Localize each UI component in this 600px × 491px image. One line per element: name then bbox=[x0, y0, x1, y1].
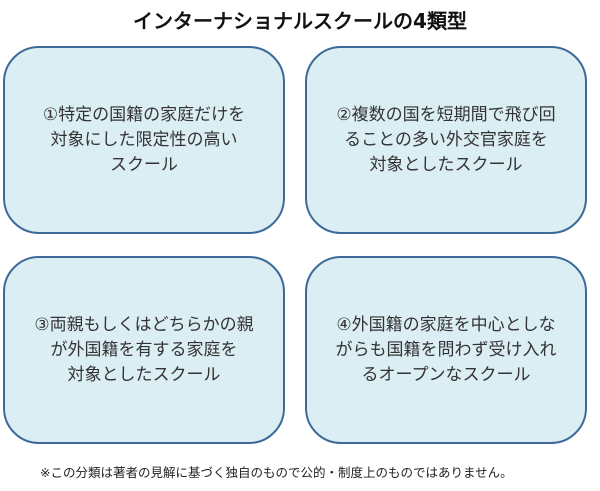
type-4-line: るオープンなスクール bbox=[361, 364, 531, 385]
type-2-line: ることの多い外交官家庭を bbox=[344, 129, 548, 150]
type-4-line: ④外国籍の家庭を中心としな bbox=[336, 314, 556, 335]
type-3-box: ③両親もしくはどちらかの親 が外国籍を有する家庭を 対象としたスクール bbox=[3, 256, 285, 444]
type-2-line: ②複数の国を短期間で飛び回 bbox=[336, 104, 556, 125]
type-1-line: スクール bbox=[110, 154, 178, 175]
footnote: ※この分類は著者の見解に基づく独自のもので公的・制度上のものではありません。 bbox=[40, 465, 513, 480]
type-1-line: ①特定の国籍の家庭だけを bbox=[42, 104, 246, 125]
diagram-title: インターナショナルスクールの4類型 bbox=[133, 9, 467, 33]
type-1-box: ①特定の国籍の家庭だけを 対象にした限定性の高い スクール bbox=[3, 46, 285, 234]
type-2-line: 対象としたスクール bbox=[369, 154, 523, 175]
type-3-line: が外国籍を有する家庭を bbox=[50, 339, 238, 360]
type-3-line: ③両親もしくはどちらかの親 bbox=[34, 314, 254, 335]
type-3-line: 対象としたスクール bbox=[67, 364, 221, 385]
type-1-line: 対象にした限定性の高い bbox=[50, 129, 238, 150]
type-2-box: ②複数の国を短期間で飛び回 ることの多い外交官家庭を 対象としたスクール bbox=[305, 46, 587, 234]
type-4-line: がらも国籍を問わず受け入れ bbox=[335, 339, 557, 360]
type-4-box: ④外国籍の家庭を中心としな がらも国籍を問わず受け入れ るオープンなスクール bbox=[305, 256, 587, 444]
